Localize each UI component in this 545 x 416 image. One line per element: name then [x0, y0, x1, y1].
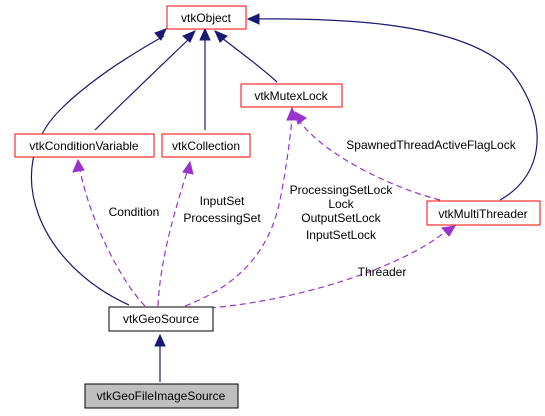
- edge-labels: Condition InputSet ProcessingSet Process…: [109, 138, 517, 279]
- edge-label-lock: Lock: [328, 197, 354, 211]
- node-vtkgeofileimagesource: vtkGeoFileImageSource: [84, 383, 239, 409]
- edge-geosource-collection: [157, 171, 188, 307]
- arrowhead-object-5: [246, 13, 260, 25]
- arrowhead-object-2: [182, 30, 196, 43]
- node-vtkgeosource-box: [108, 306, 214, 332]
- node-vtkmultithreader-box: [426, 200, 541, 226]
- node-vtkgeofileimagesource-box: [84, 383, 239, 409]
- inheritance-edges: [30, 13, 538, 382]
- node-vtkcollection[interactable]: vtkCollection: [161, 133, 251, 158]
- node-vtkmultithreader[interactable]: vtkMultiThreader: [426, 200, 541, 226]
- arrowhead-multithreader: [441, 225, 456, 237]
- node-vtkgeosource-label: vtkGeoSource: [123, 312, 199, 326]
- arrowhead-geosource: [154, 333, 166, 347]
- edge-multithreader-mutexlock: [299, 121, 441, 201]
- node-vtkobject-label: vtkObject: [181, 11, 232, 25]
- node-vtkgeofileimagesource-label: vtkGeoFileImageSource: [97, 389, 226, 403]
- edge-mutexlock-to-object: [221, 37, 278, 83]
- arrowhead-object-1: [154, 28, 167, 41]
- node-vtkobject-box: [166, 5, 247, 30]
- arrowhead-conditionvariable: [72, 158, 85, 173]
- edge-label-processingsetlock: ProcessingSetLock: [290, 183, 394, 197]
- edge-geosource-multithreader: [209, 231, 446, 309]
- edge-conditionvariable-to-object: [94, 37, 191, 131]
- arrowhead-object-3: [199, 27, 211, 41]
- node-vtkconditionvariable-label: vtkConditionVariable: [29, 139, 138, 153]
- edge-label-condition: Condition: [109, 205, 160, 219]
- node-vtkconditionvariable-box: [14, 133, 155, 158]
- edge-geosource-to-object: [30, 35, 165, 306]
- arrowhead-mutexlock-1: [286, 106, 298, 121]
- node-vtkmutexlock[interactable]: vtkMutexLock: [240, 83, 343, 108]
- edge-label-spawnedthreadactiveflaglock: SpawnedThreadActiveFlagLock: [346, 138, 516, 152]
- edge-label-threader: Threader: [358, 265, 407, 279]
- edge-multithreader-to-object: [249, 18, 538, 201]
- node-vtkobject[interactable]: vtkObject: [166, 5, 247, 30]
- edge-geosource-condition: [79, 169, 146, 307]
- edge-label-inputset: InputSet: [200, 194, 245, 208]
- edge-label-inputsetlock: InputSetLock: [306, 228, 377, 242]
- node-vtkmutexlock-box: [240, 83, 343, 108]
- node-vtkgeosource[interactable]: vtkGeoSource: [108, 306, 214, 332]
- node-vtkconditionvariable[interactable]: vtkConditionVariable: [14, 133, 155, 158]
- node-vtkcollection-label: vtkCollection: [172, 139, 240, 153]
- edge-label-outputsetlock: OutputSetLock: [301, 211, 381, 225]
- node-vtkmutexlock-label: vtkMutexLock: [254, 89, 328, 103]
- node-vtkmultithreader-label: vtkMultiThreader: [438, 207, 527, 221]
- arrowhead-mutexlock-2: [294, 111, 307, 125]
- arrowhead-object-4: [214, 30, 228, 43]
- usage-edges: [72, 106, 456, 309]
- arrowhead-collection: [182, 160, 194, 175]
- edge-label-processingset: ProcessingSet: [183, 211, 261, 225]
- node-vtkcollection-box: [161, 133, 251, 158]
- edge-geosource-mutexlock: [184, 117, 293, 307]
